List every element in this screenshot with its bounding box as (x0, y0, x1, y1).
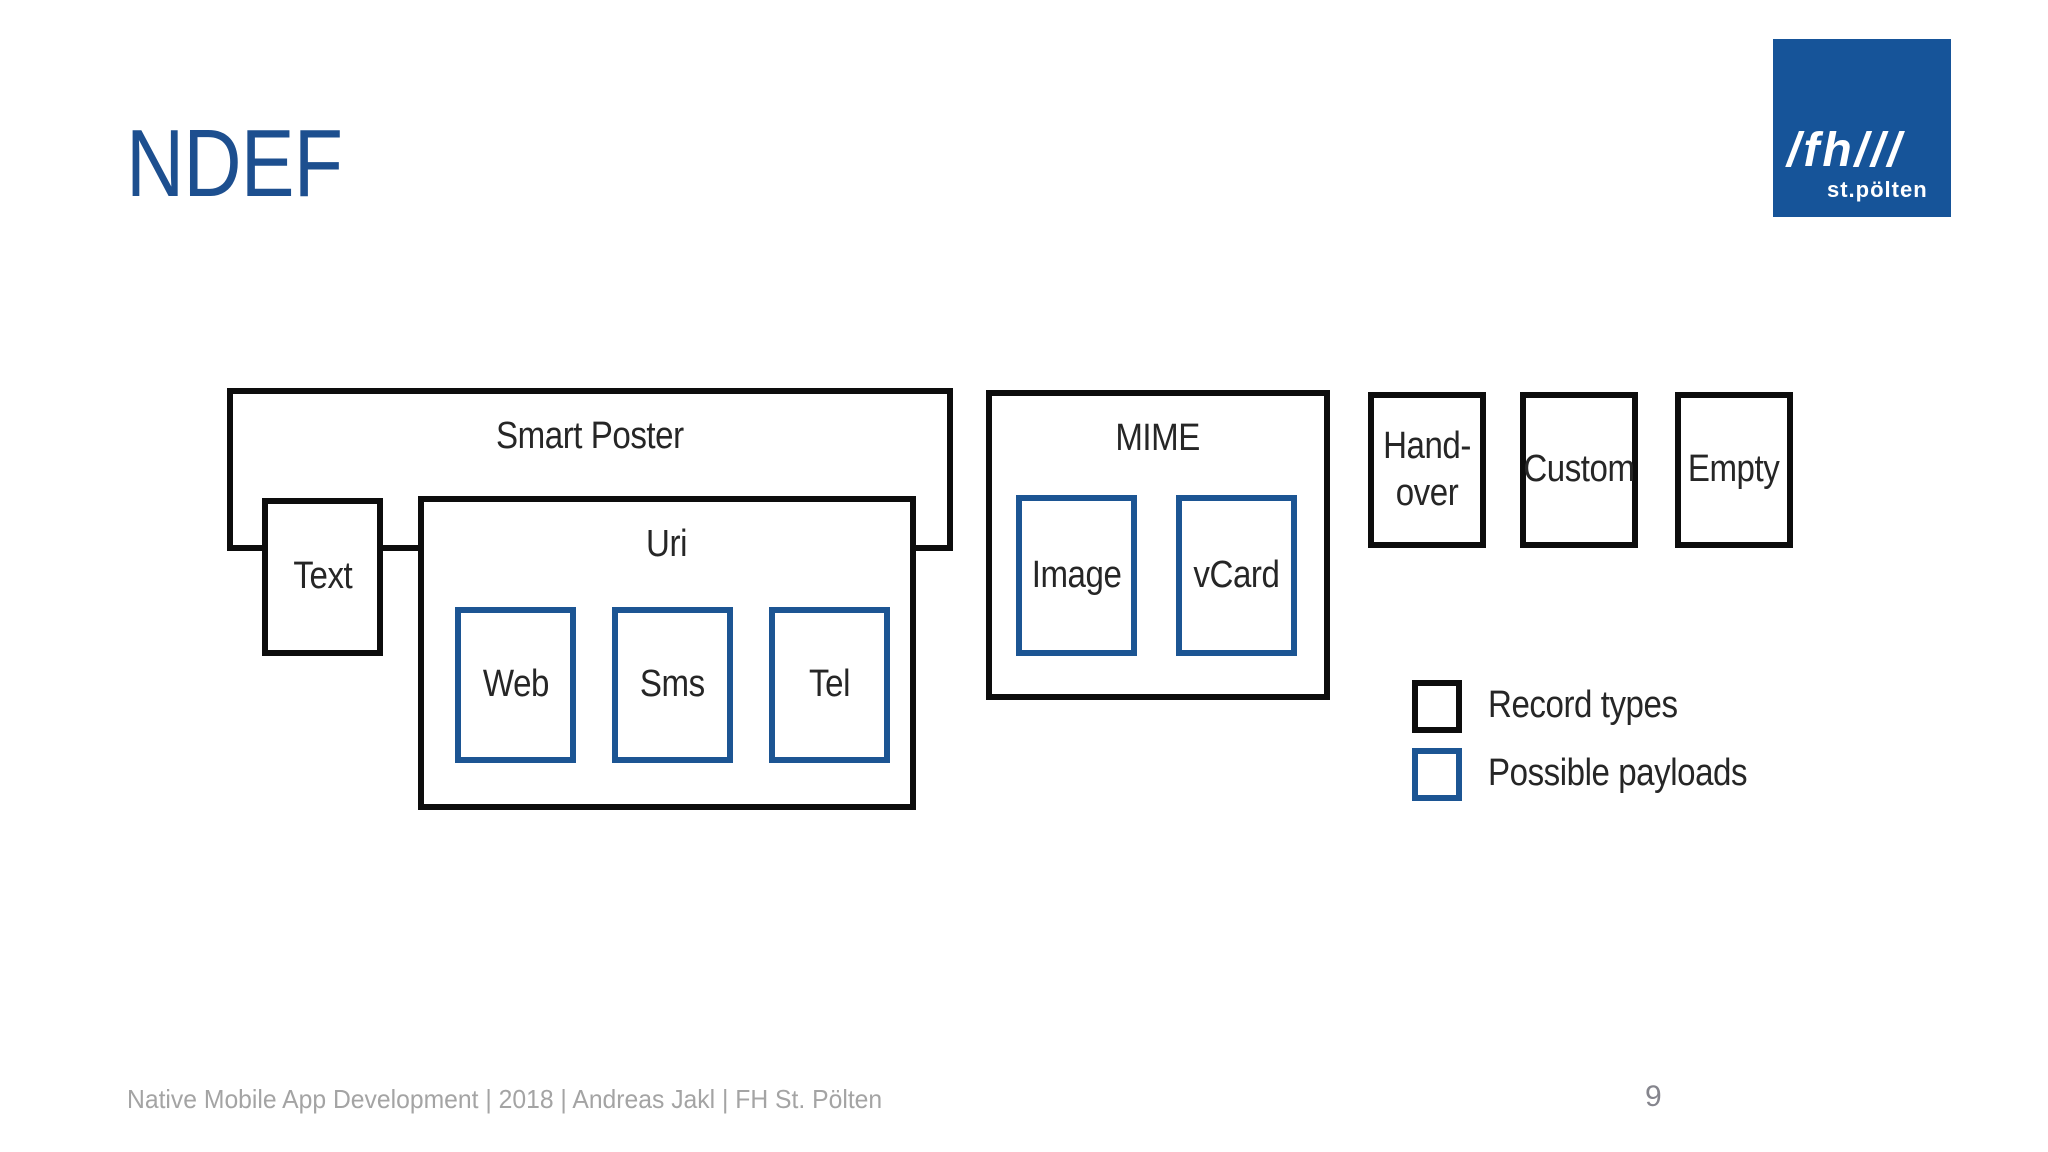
handover-label-cell: Hand-over (1374, 398, 1480, 542)
empty-label: Empty (1688, 448, 1780, 491)
image-label-cell: Image (1022, 501, 1131, 650)
text-record-box: Text (262, 498, 383, 656)
smart-poster-label: Smart Poster (496, 415, 684, 457)
text-label-cell: Text (268, 504, 377, 650)
sms-payload-box: Sms (612, 607, 733, 763)
sms-label: Sms (640, 663, 705, 706)
legend-possible-payloads-label-row: Possible payloads (1488, 750, 1786, 805)
uri-label: Uri (646, 523, 688, 565)
legend-record-types-label-row: Record types (1488, 682, 1706, 737)
mime-label-row: MIME (992, 415, 1324, 463)
legend-possible-payloads-swatch (1412, 748, 1462, 801)
fh-st-poelten-logo: /fh/// st.pölten (1773, 39, 1951, 217)
web-payload-box: Web (455, 607, 576, 763)
sms-label-cell: Sms (618, 613, 727, 757)
tel-payload-box: Tel (769, 607, 890, 763)
vcard-label-cell: vCard (1182, 501, 1291, 650)
custom-label: Custom (1523, 448, 1635, 491)
web-label-cell: Web (461, 613, 570, 757)
image-payload-box: Image (1016, 495, 1137, 656)
logo-city-text: st.pölten (1827, 177, 1928, 202)
legend-record-types-swatch (1412, 680, 1462, 733)
legend-record-types-label: Record types (1488, 684, 1678, 726)
empty-label-cell: Empty (1681, 398, 1787, 542)
page-title: NDEF (126, 110, 343, 217)
mime-label: MIME (1115, 417, 1201, 459)
smart-poster-label-row: Smart Poster (233, 413, 947, 461)
tel-label: Tel (809, 663, 850, 706)
handover-record-box: Hand-over (1368, 392, 1486, 548)
text-label: Text (293, 555, 352, 598)
vcard-label: vCard (1193, 553, 1280, 596)
tel-label-cell: Tel (775, 613, 884, 757)
legend-possible-payloads-label: Possible payloads (1488, 752, 1748, 794)
empty-record-box: Empty (1675, 392, 1793, 548)
image-label: Image (1031, 553, 1122, 596)
web-label: Web (482, 663, 549, 706)
handover-label: Hand-over (1383, 424, 1471, 515)
page-number: 9 (1645, 1080, 1662, 1113)
footer-text: Native Mobile App Development | 2018 | A… (127, 1084, 883, 1114)
uri-label-row: Uri (424, 521, 910, 569)
logo-fh-text: /fh/// (1787, 124, 1904, 177)
custom-record-box: Custom (1520, 392, 1638, 548)
custom-label-cell: Custom (1523, 398, 1635, 542)
vcard-payload-box: vCard (1176, 495, 1297, 656)
